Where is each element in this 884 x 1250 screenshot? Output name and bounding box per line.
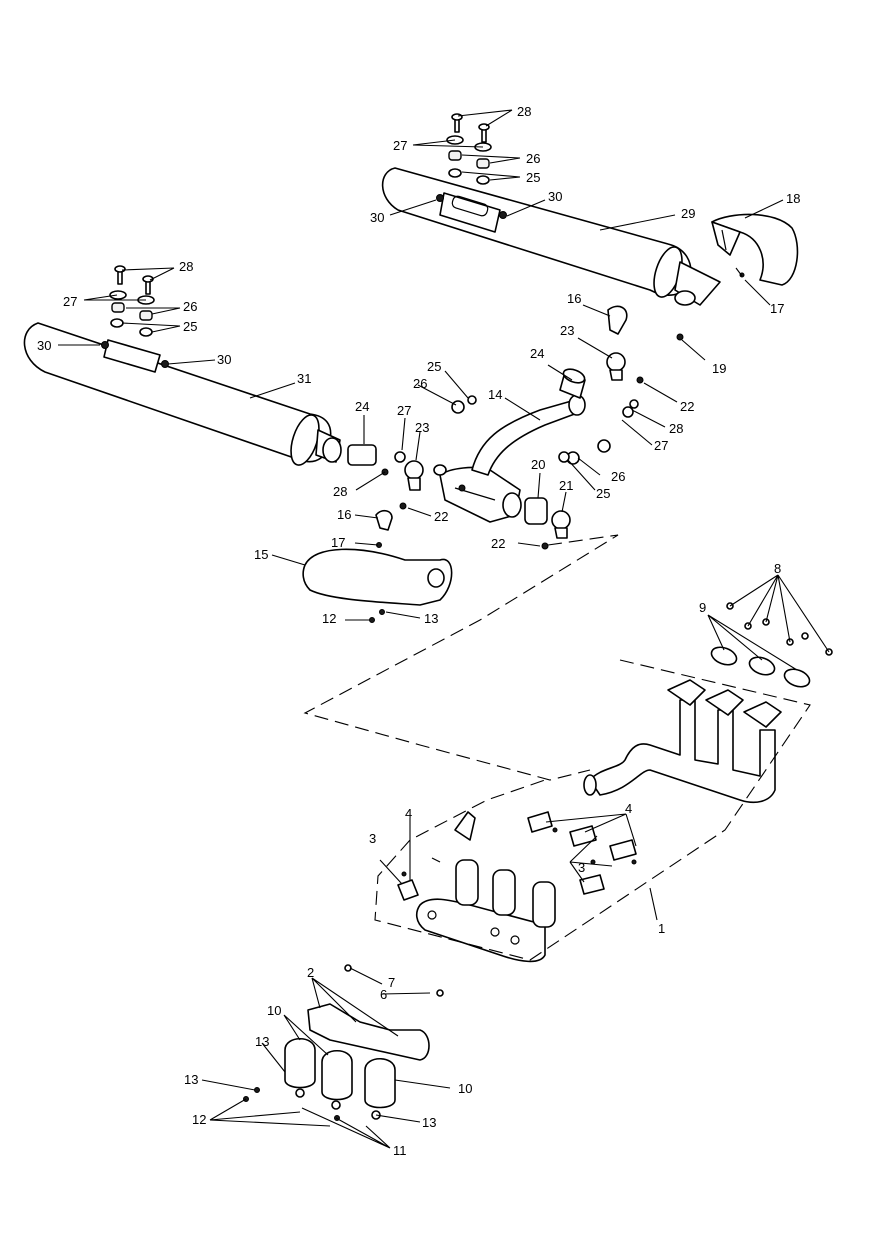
callout-22c: 22 — [680, 399, 694, 414]
callout-8: 8 — [774, 561, 781, 576]
callout-27c: 27 — [397, 403, 411, 418]
callout-16b: 16 — [567, 291, 581, 306]
callout-6: 6 — [380, 987, 387, 1002]
lower-catalysts — [243, 964, 444, 1121]
callout-3b: 3 — [578, 860, 585, 875]
callout-1: 1 — [658, 921, 665, 936]
callouts: 1 2 3 4 3 4 6 7 8 9 10 10 11 12 12 13 13… — [37, 104, 800, 1158]
callout-2: 2 — [307, 965, 314, 980]
callout-25a: 25 — [526, 170, 540, 185]
callout-25b: 25 — [183, 319, 197, 334]
callout-27a: 27 — [393, 138, 407, 153]
callout-28a: 28 — [517, 104, 531, 119]
callout-26a: 26 — [526, 151, 540, 166]
callout-19: 19 — [712, 361, 726, 376]
callout-23b: 23 — [560, 323, 574, 338]
callout-22b: 22 — [491, 536, 505, 551]
collector-pipe — [433, 394, 586, 523]
nuts-8 — [726, 602, 833, 656]
callout-15: 15 — [254, 547, 268, 562]
left-mount-hardware — [109, 265, 155, 337]
callout-27b: 27 — [63, 294, 77, 309]
callout-30c: 30 — [37, 338, 51, 353]
catalyst-manifold — [415, 859, 556, 963]
callout-12a: 12 — [192, 1112, 206, 1127]
callout-3: 3 — [369, 831, 376, 846]
callout-26c: 26 — [413, 376, 427, 391]
callout-13a: 13 — [255, 1034, 269, 1049]
callout-22a: 22 — [434, 509, 448, 524]
right-end-cap — [711, 213, 799, 286]
callout-30a: 30 — [548, 189, 562, 204]
callout-31: 31 — [297, 371, 311, 386]
left-silencer — [23, 322, 342, 466]
callout-27d: 27 — [654, 438, 668, 453]
callout-17a: 17 — [331, 535, 345, 550]
callout-12b: 12 — [322, 611, 336, 626]
callout-24b: 24 — [530, 346, 544, 361]
callout-28d: 28 — [669, 421, 683, 436]
callout-30b: 30 — [370, 210, 384, 225]
callout-9: 9 — [699, 600, 706, 615]
clamps — [375, 305, 628, 539]
callout-11: 11 — [393, 1143, 407, 1158]
callout-25c: 25 — [427, 359, 441, 374]
callout-26b: 26 — [183, 299, 197, 314]
sleeve-24-left — [347, 444, 377, 466]
callout-28c: 28 — [333, 484, 347, 499]
callout-24a: 24 — [355, 399, 369, 414]
callout-10b: 10 — [458, 1081, 472, 1096]
leader-lines — [58, 109, 830, 1149]
callout-20: 20 — [531, 457, 545, 472]
callout-30d: 30 — [217, 352, 231, 367]
callout-13d: 13 — [424, 611, 438, 626]
gaskets — [710, 646, 811, 688]
brackets — [397, 811, 637, 901]
header-pipes — [583, 679, 782, 804]
callout-25d: 25 — [596, 486, 610, 501]
callout-10a: 10 — [267, 1003, 281, 1018]
sleeve-20 — [524, 497, 548, 525]
dashed-outline — [303, 534, 811, 961]
callout-7: 7 — [388, 975, 395, 990]
callout-18: 18 — [786, 191, 800, 206]
callout-13b: 13 — [184, 1072, 198, 1087]
callout-29: 29 — [681, 206, 695, 221]
callout-14: 14 — [488, 387, 502, 402]
callout-21: 21 — [559, 478, 573, 493]
callout-16a: 16 — [337, 507, 351, 522]
collector-fasteners — [376, 333, 684, 550]
callout-26d: 26 — [611, 469, 625, 484]
callout-17b: 17 — [770, 301, 784, 316]
callout-4: 4 — [405, 806, 412, 821]
callout-13c: 13 — [422, 1115, 436, 1130]
callout-4b: 4 — [625, 801, 632, 816]
callout-23a: 23 — [415, 420, 429, 435]
heat-shield — [302, 548, 453, 623]
callout-28b: 28 — [179, 259, 193, 274]
right-silencer — [381, 167, 721, 306]
